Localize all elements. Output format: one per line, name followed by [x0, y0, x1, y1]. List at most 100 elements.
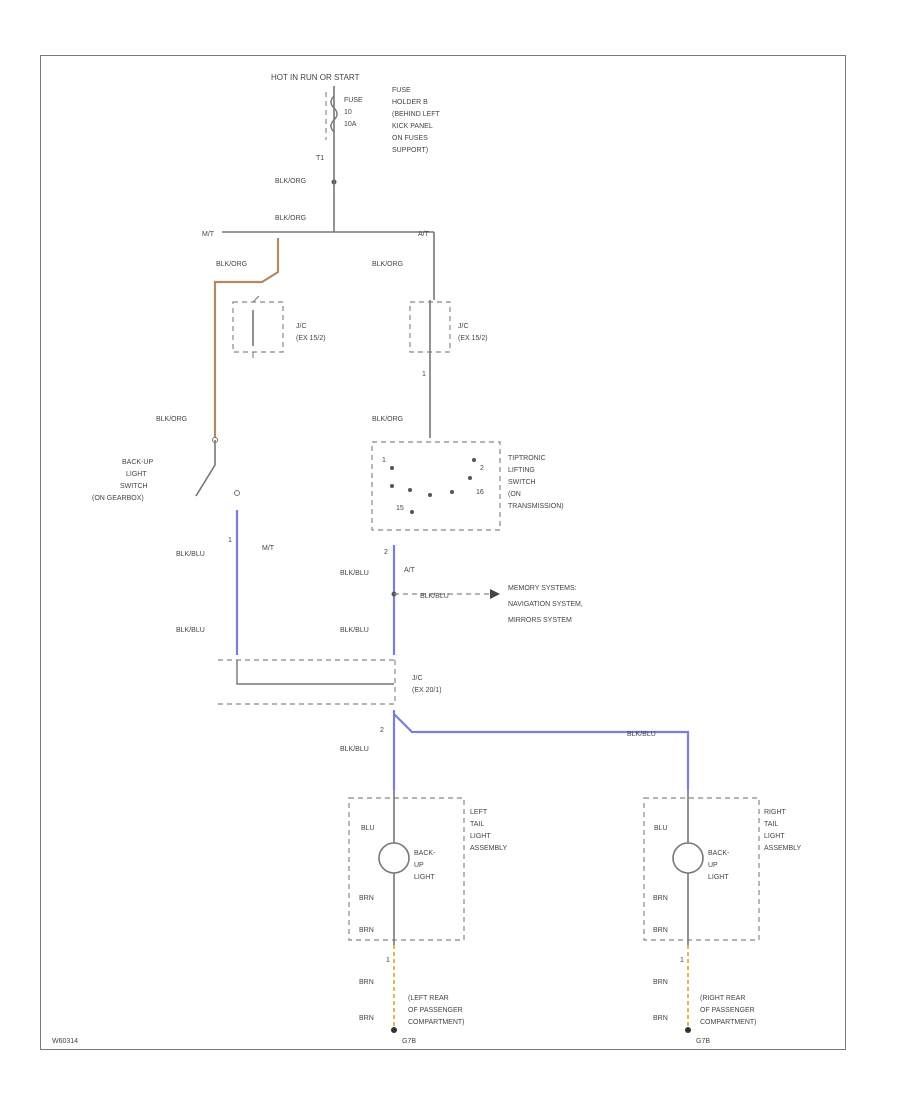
- left-bulb-icon: [378, 842, 410, 874]
- tiptronic-switch-box: [371, 441, 501, 531]
- fuse-number: 10: [344, 109, 352, 116]
- junction-wire-right: BLK/BLU: [627, 731, 656, 738]
- left-switch-1: BACK-UP: [122, 459, 153, 466]
- left-pin1: 1: [228, 537, 232, 544]
- right-at: A/T: [404, 567, 416, 574]
- right-box-2: TAIL: [764, 821, 778, 828]
- right-box-1: RIGHT: [764, 809, 787, 816]
- fuse-desc-2: HOLDER B: [392, 99, 428, 106]
- fuse-desc-1: FUSE: [392, 87, 411, 94]
- right-bulb-2: UP: [708, 862, 718, 869]
- right-jc-2: (EX 15/2): [458, 335, 488, 342]
- right-lamp-w-out: BRN: [653, 927, 668, 934]
- right-bulb-1: BACK-: [708, 850, 730, 857]
- arrow-dest-1: MEMORY SYSTEMS:: [508, 585, 577, 592]
- left-switch-2: LIGHT: [126, 471, 147, 478]
- left-switch-3: SWITCH: [120, 483, 148, 490]
- junction-wire: BLK/BLU: [340, 627, 369, 634]
- right-bulb-icon: [672, 842, 704, 874]
- right-ground-1: (RIGHT REAR: [700, 995, 745, 1002]
- right-wire-top: BLK/ORG: [372, 261, 403, 268]
- left-lamp-w-out: BRN: [359, 927, 374, 934]
- fuse-pin: T1: [316, 155, 324, 162]
- left-ground-1: (LEFT REAR: [408, 995, 449, 1002]
- left-mt: M/T: [262, 545, 275, 552]
- tip-label-2: LIFTING: [508, 467, 535, 474]
- fuse-desc-3: (BEHIND LEFT: [392, 111, 441, 118]
- junction-jc-2: (EX 20/1): [412, 687, 442, 694]
- left-box-3: LIGHT: [470, 833, 491, 840]
- left-pin-out: 1: [386, 957, 390, 964]
- arrow-icon: [490, 589, 500, 599]
- tip-pin-a: 1: [382, 457, 386, 464]
- junction-wire-after: BLK/BLU: [340, 746, 369, 753]
- orange-wire: [213, 238, 280, 438]
- left-wire-bottom2: BLK/BLU: [176, 627, 205, 634]
- left-bulb-3: LIGHT: [414, 874, 435, 881]
- left-box-4: ASSEMBLY: [470, 845, 508, 852]
- fuse-rating: 10A: [344, 121, 357, 128]
- left-bulb-2: UP: [414, 862, 424, 869]
- left-box-2: TAIL: [470, 821, 484, 828]
- branch-mt: M/T: [202, 231, 215, 238]
- right-lamp-w-bot: BRN: [653, 895, 668, 902]
- tip-pin-c: 15: [396, 505, 404, 512]
- fuse-symbol: [330, 95, 338, 133]
- tiptronic-contacts: [390, 458, 476, 514]
- fuse-desc-5: ON FUSES: [392, 135, 428, 142]
- right-ground-wire1: BRN: [653, 979, 668, 986]
- hot-label: HOT IN RUN OR START: [271, 73, 360, 82]
- wire-label-top2: BLK/ORG: [275, 215, 306, 222]
- diagram-code: W60314: [52, 1038, 78, 1045]
- left-lamp-w-bot: BRN: [359, 895, 374, 902]
- left-wire-bottom1: BLK/BLU: [176, 551, 205, 558]
- right-pin2: 2: [384, 549, 388, 556]
- right-ground-2: OF PASSENGER: [700, 1007, 755, 1014]
- tip-label-5: TRANSMISSION): [508, 503, 564, 510]
- left-jc-1: J/C: [296, 323, 307, 330]
- junction-pin: 2: [380, 727, 384, 734]
- right-pin-out: 1: [680, 957, 684, 964]
- tip-label-1: TIPTRONIC: [508, 455, 546, 462]
- wire-label-top1: BLK/ORG: [275, 178, 306, 185]
- junction-jc-1: J/C: [412, 675, 423, 682]
- tip-label-4: (ON: [508, 491, 521, 498]
- branch-at: A/T: [418, 231, 430, 238]
- fuse-label: FUSE: [344, 97, 363, 104]
- arrow-dest-3: MIRRORS SYSTEM: [508, 617, 572, 624]
- right-ground-id: G7B: [696, 1038, 710, 1045]
- right-ground-icon: [685, 1027, 691, 1033]
- left-ground-3: COMPARTMENT): [408, 1019, 465, 1026]
- tip-pin-d: 16: [476, 489, 484, 496]
- left-ground-2: OF PASSENGER: [408, 1007, 463, 1014]
- right-wire-bottom1: BLK/BLU: [340, 570, 369, 577]
- right-wire-mid: BLK/ORG: [372, 416, 403, 423]
- left-ground-icon: [391, 1027, 397, 1033]
- backup-switch-symbol: [195, 440, 216, 497]
- right-lamp-w-top: BLU: [654, 825, 668, 832]
- right-box-3: LIGHT: [764, 833, 785, 840]
- right-jc-1: J/C: [458, 323, 469, 330]
- left-lamp-w-top: BLU: [361, 825, 375, 832]
- left-ground-id: G7B: [402, 1038, 416, 1045]
- left-jc-2: (EX 15/2): [296, 335, 326, 342]
- left-box-1: LEFT: [470, 809, 488, 816]
- fuse-desc-6: SUPPORT): [392, 147, 428, 154]
- right-box-4: ASSEMBLY: [764, 845, 802, 852]
- right-pin1: 1: [422, 371, 426, 378]
- tip-pin-b: 2: [480, 465, 484, 472]
- fuse-desc-4: KICK PANEL: [392, 123, 433, 130]
- left-wire-mid: BLK/ORG: [156, 416, 187, 423]
- arrow-dest-2: NAVIGATION SYSTEM,: [508, 601, 583, 608]
- left-bulb-1: BACK-: [414, 850, 436, 857]
- right-ground-wire2: BRN: [653, 1015, 668, 1022]
- right-lamp-box: [643, 797, 760, 941]
- tip-label-3: SWITCH: [508, 479, 536, 486]
- right-bulb-3: LIGHT: [708, 874, 729, 881]
- left-jc-box: [232, 301, 284, 353]
- left-ground-wire1: BRN: [359, 979, 374, 986]
- left-lamp-box: [348, 797, 465, 941]
- right-lamp-feed: [393, 713, 690, 790]
- left-switch-4: (ON GEARBOX): [92, 495, 144, 502]
